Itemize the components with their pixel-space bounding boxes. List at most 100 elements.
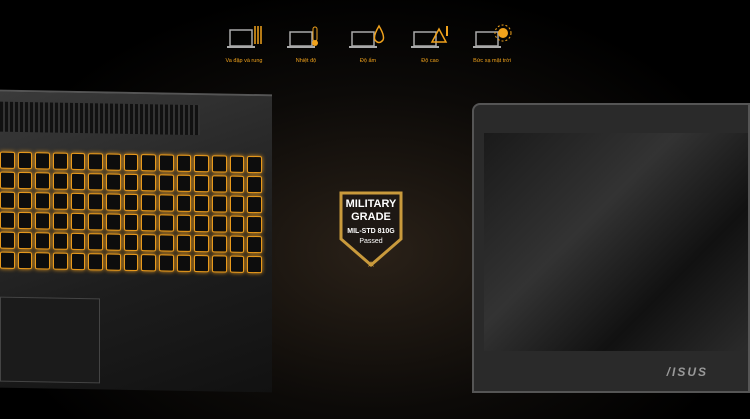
key [176,174,192,192]
key [88,173,103,191]
key [53,252,68,270]
asus-logo: /ISUS [666,365,708,379]
key [159,234,174,252]
key [17,171,33,190]
key [247,235,262,254]
key [194,155,209,173]
backlit-keyboard [0,151,262,274]
key [88,153,103,171]
condition-humidity: Độ ẩm [346,24,390,64]
key [88,213,103,231]
key [159,154,174,172]
key [229,155,245,173]
condition-label: Độ ẩm [359,58,377,64]
solar-radiation-icon [473,24,512,48]
condition-solar: Bức xạ mặt trời [470,24,514,64]
key [141,234,156,252]
key [70,232,86,251]
laptop-keyboard-deck [0,89,272,393]
key [53,192,68,210]
key [229,255,245,273]
key [70,252,86,271]
key [17,231,33,250]
speaker-grill [0,101,200,136]
key [53,152,68,170]
condition-label: Độ cao [421,58,439,64]
key [123,213,139,232]
key [176,234,192,252]
badge-line2: GRADE [351,211,391,223]
key [0,191,15,209]
key [176,194,192,212]
key [70,152,86,171]
key [212,155,227,173]
key [247,255,262,274]
key [17,191,33,210]
condition-label: Va đập và rung [225,58,263,64]
key [106,213,121,231]
key [194,255,209,273]
key [159,214,174,232]
key [141,194,156,212]
key [106,153,121,171]
key [70,192,86,211]
key [194,235,209,253]
key [123,253,139,272]
key [212,175,227,193]
key [88,233,103,251]
key [212,195,227,213]
key [0,151,15,169]
key [35,192,50,210]
key [194,215,209,233]
condition-vibration: Va đập và rung [222,24,266,64]
altitude-icon [411,26,448,48]
condition-label: Bức xạ mặt trời [473,58,511,64]
key [70,212,86,231]
key [229,215,245,233]
condition-temperature: Nhiệt độ [284,24,328,64]
key [229,195,245,213]
key [35,212,50,230]
key [106,253,121,271]
test-conditions: Va đập và rung Nhiệt độ Độ ẩm Độ cao Bức… [222,24,514,64]
key [247,155,262,174]
key [247,215,262,234]
key [141,214,156,232]
key [88,193,103,211]
vibration-icon [227,26,262,48]
key [141,174,156,192]
key [159,194,174,212]
condition-altitude: Độ cao [408,24,452,64]
key [35,172,50,190]
key [123,233,139,252]
key [17,251,33,270]
laptop-lid: /ISUS [472,103,750,393]
key [17,211,33,230]
key [159,174,174,192]
key [0,171,15,189]
key [0,251,15,269]
key [123,173,139,192]
key [212,255,227,273]
key [35,152,50,170]
key [229,175,245,193]
badge-standard: MIL-STD 810G [347,228,395,235]
key [194,195,209,213]
military-grade-badge: MILITARY GRADE MIL-STD 810G Passed [338,191,404,271]
key [123,153,139,172]
badge-status: Passed [359,238,383,245]
badge-line1: MILITARY [345,198,397,210]
key [212,215,227,233]
key [176,214,192,232]
key [35,232,50,250]
key [53,232,68,250]
key [106,193,121,211]
key [141,154,156,172]
key [106,173,121,191]
key [247,175,262,194]
key [0,211,15,229]
key [123,193,139,212]
key [229,235,245,253]
key [247,195,262,214]
key [70,172,86,191]
